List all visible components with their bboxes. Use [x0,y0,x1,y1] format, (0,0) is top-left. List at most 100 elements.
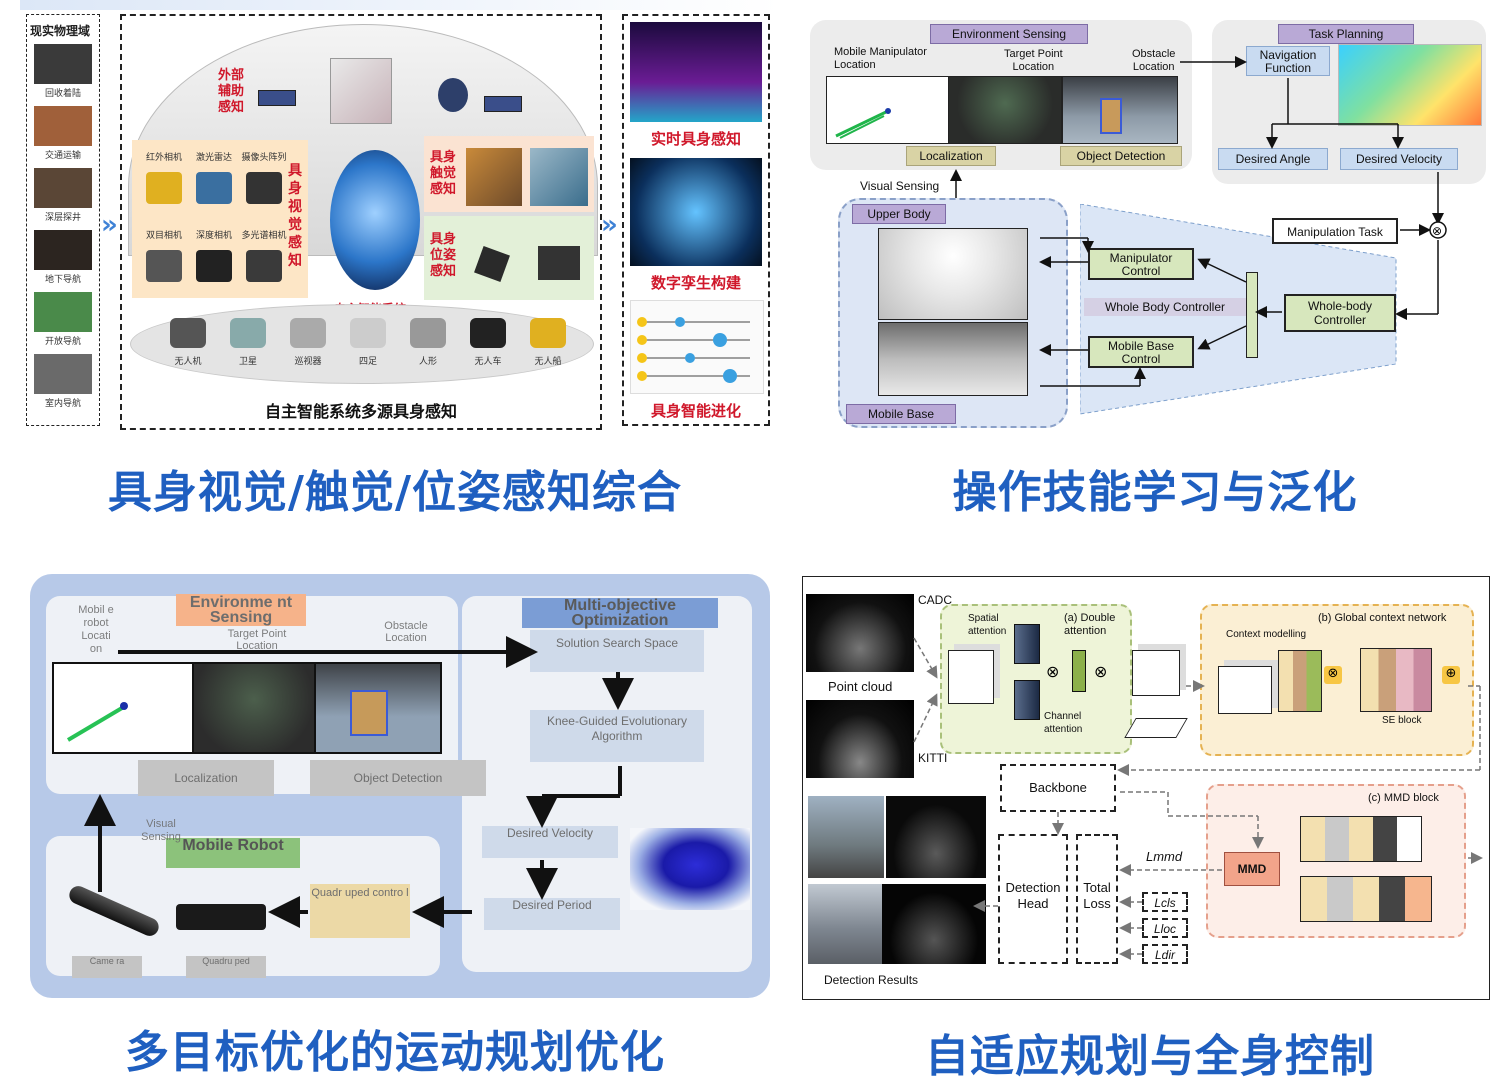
satellite-icon [258,90,296,106]
channel-label: Channel attention [1044,711,1083,735]
domain-label: 地下导航 [44,275,81,285]
mobile-robot-tag: Mobile Robot [166,838,300,868]
manipulator-control-box: Manipulator Control [1088,248,1194,280]
se-bars [1360,648,1432,712]
evolution-graph [630,300,764,394]
cadc-image [806,594,914,672]
controller-arrows [1039,237,1282,387]
caption-q4: 自适应规划与全身控制 [925,1031,1375,1082]
digital-twin-column [622,14,770,426]
domain-thumbnail [34,354,92,394]
se-block-label: SE block [1382,715,1422,726]
output-cube [1132,650,1180,696]
vision-sensor-label: 激光雷达 [195,153,232,163]
platform-label: 人形 [418,357,437,367]
target-label: Target Point Location [227,628,287,652]
upper-body-tag: Upper Body [852,204,946,224]
detection-head-box: Detection Head [998,834,1068,964]
detected-box [1100,98,1122,134]
mobile-base-control-box: Mobile Base Control [1088,336,1194,368]
context-label: Context modelling [1226,629,1307,640]
ldir-box: Ldir [1142,944,1188,964]
platform-label: 无人船 [534,357,562,367]
terrain-image [630,22,762,122]
whole-body-controller-label: Whole Body Controller [1084,298,1246,316]
gnss-image [538,246,580,280]
physical-domain-column [26,14,100,426]
tactile-image [466,148,522,206]
mmd-feature-top [1300,816,1422,862]
robot-upper-image [878,228,1028,320]
svg-text:⊗: ⊗ [1432,224,1442,238]
feature-green [1072,650,1086,692]
camera-label-box: Came ra [72,956,142,978]
domain-thumbnail [34,106,92,146]
vision-sensor-label: 红外相机 [145,153,182,163]
feature-cube [948,650,994,704]
cadc-label: CADC [918,593,953,607]
surface-3d-plot [630,828,750,910]
twin-image [630,158,762,266]
vision-sensor-label: 深度相机 [195,231,232,241]
feature-block [1014,680,1040,720]
lmmd-label: Lmmd [1146,849,1183,864]
brain-icon [330,150,420,290]
manipulation-task-box: Manipulation Task [1272,218,1398,244]
knee-box: Knee-Guided Evolutionary Algorithm [530,710,704,762]
mobile-base-tag: Mobile Base [846,404,956,424]
multi-source-title: 自主智能系统多源具身感知 [264,402,457,421]
vision-sensor-label: 双目相机 [145,231,182,241]
mmd-box: MMD [1224,852,1280,886]
desired-velocity-p3: Desired Velocity [482,826,618,858]
domain-label: 开放导航 [44,337,81,347]
domain-thumbnail [34,168,92,208]
physical-domain-title: 现实物理域 [30,24,91,38]
pose-title: 具身位姿感知 [430,232,457,279]
vision-sensing-title: 具身视觉感知 [288,163,302,269]
caption-q2: 操作技能学习与泛化 [952,467,1358,518]
quad-control-box: Quadr uped contro l [310,884,410,938]
spatial-label: Spatial attention [968,613,1007,637]
mobile-loc-label: Mobil e robot Locati on [78,604,114,655]
satellite-icon [484,96,522,112]
lidar-icon [330,58,392,124]
quadruped-icon [176,904,266,930]
mmd-block-label: (c) MMD block [1368,792,1439,804]
realtime-sensing-label: 实时具身感知 [650,130,741,148]
evolution-graph-lines [637,317,750,383]
platform-label: 巡视器 [294,357,322,367]
localization-box-p3: Localization [138,760,274,796]
surface-plot [1338,44,1482,126]
panel4-arrows [913,637,1483,960]
domain-label: 深层探井 [44,213,81,223]
env-sensing-tag: Environment Sensing [930,24,1088,44]
domain-thumbnail [34,44,92,84]
multiply-icon: ⊗ [1094,662,1108,681]
lcls-box: Lcls [1142,892,1188,912]
domain-label: 回收着陆 [44,89,81,99]
platform-label: 无人车 [474,357,502,367]
domain-label: 交通运输 [44,151,81,161]
localization-box: Localization [906,146,996,166]
trajectory-lines [835,108,891,139]
digital-twin-label: 数字孪生构建 [650,274,741,292]
kitti-image [806,700,914,778]
panel2-arrows: ⊗ [950,56,1447,320]
quadruped-label-box: Quadru ped [186,956,266,978]
visual-sensing-p3: Visual Sensing [141,818,181,843]
platform-icon [230,318,266,348]
platform-icon [470,318,506,348]
kitti-label: KITTI [918,751,948,765]
feature-block [1014,624,1040,664]
context-cube [1218,666,1272,714]
mobile-manip-label: Mobile Manipulator Location [834,46,927,71]
context-add-icon: ⊕ [1442,666,1460,684]
tactile-title: 具身触觉感知 [430,150,457,197]
result-image-4 [882,884,986,964]
sensor-icon [146,250,182,282]
domain-thumbnail [34,292,92,332]
sensor-icon [196,172,232,204]
sensor-icon [146,172,182,204]
robot-head-icon [438,78,468,112]
chevron-right-icon: » [101,210,118,240]
